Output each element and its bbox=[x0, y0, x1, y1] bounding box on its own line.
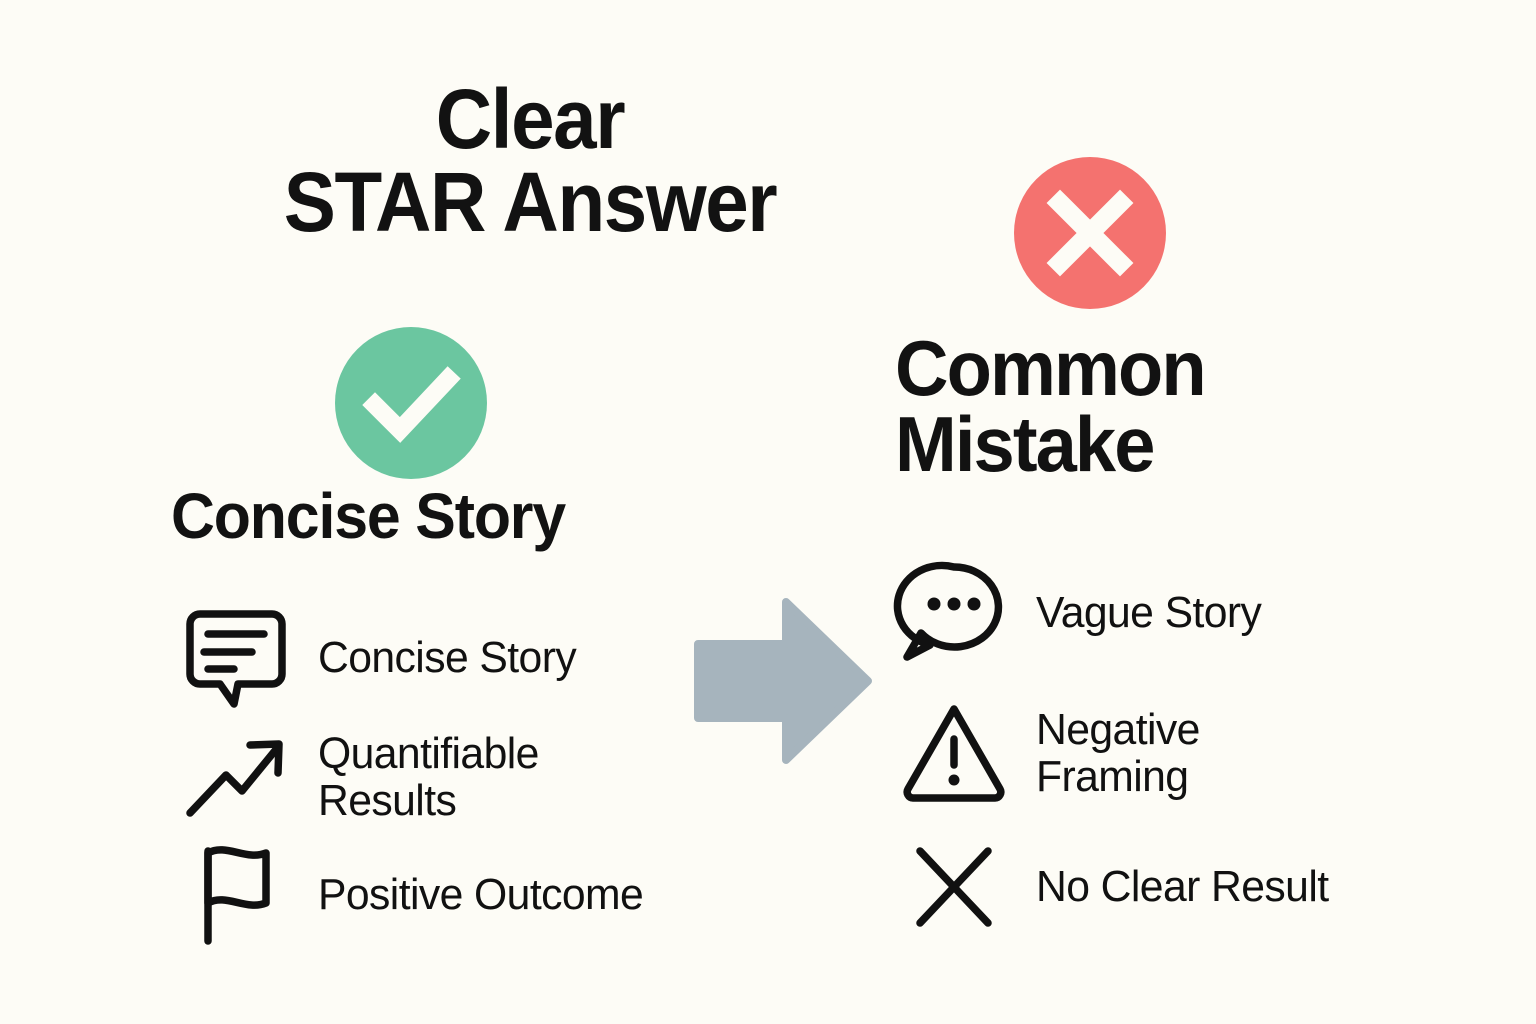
right-column-list: Vague Story Negative Framing bbox=[893, 548, 1438, 946]
list-item: Concise Story bbox=[180, 598, 700, 718]
list-item: Negative Framing bbox=[898, 678, 1438, 828]
list-item: Quantifiable Results bbox=[180, 718, 700, 836]
list-item: Positive Outcome bbox=[180, 836, 700, 954]
x-circle-icon bbox=[1014, 157, 1166, 309]
list-item-label: Quantifiable Results bbox=[318, 728, 539, 825]
list-item: No Clear Result bbox=[898, 828, 1438, 946]
list-item-label: Concise Story bbox=[318, 633, 577, 683]
right-column-heading: Common Mistake bbox=[895, 324, 1207, 489]
left-column-list: Concise Story Quantifiable Results bbox=[180, 598, 700, 954]
check-circle-icon bbox=[335, 327, 487, 479]
speech-bubble-dots-icon bbox=[893, 561, 1010, 665]
list-item-label: Vague Story bbox=[1036, 588, 1262, 638]
x-mark-icon bbox=[898, 835, 1010, 939]
left-column-heading: Concise Story bbox=[171, 480, 566, 552]
list-item-label: Negative Framing bbox=[1036, 704, 1200, 801]
list-item-label: Positive Outcome bbox=[318, 870, 644, 920]
right-arrow-icon bbox=[694, 596, 872, 766]
page-title: Clear STAR Answer bbox=[283, 72, 778, 250]
flag-icon bbox=[180, 843, 292, 947]
trending-up-arrow-icon bbox=[180, 725, 292, 829]
warning-triangle-icon bbox=[898, 701, 1010, 805]
list-item-label: No Clear Result bbox=[1036, 862, 1329, 912]
list-item: Vague Story bbox=[893, 548, 1438, 678]
speech-bubble-lines-icon bbox=[180, 606, 292, 710]
